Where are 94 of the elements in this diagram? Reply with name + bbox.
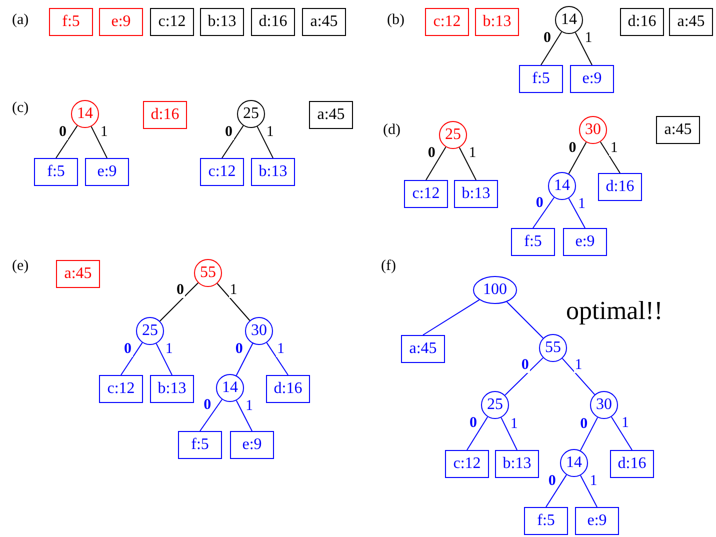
leaf-box: c:12	[200, 158, 244, 186]
tree-edge	[90, 126, 108, 158]
leaf-box: b:13	[150, 375, 194, 403]
tree-circle-node: 25	[439, 121, 467, 149]
tree-edge	[422, 299, 480, 336]
leaf-box: e:9	[575, 507, 619, 535]
leaf-box: c:12	[445, 450, 489, 478]
leaf-box: c:12	[404, 180, 448, 208]
leaf-box: e:9	[570, 65, 614, 93]
tree-edge	[580, 416, 598, 452]
leaf-box: a:45	[401, 335, 445, 363]
tree-edge	[466, 416, 488, 450]
leaf-box: f:5	[178, 431, 222, 459]
edge-label: 1	[228, 283, 238, 298]
tree-edge	[236, 400, 252, 432]
tree-edge	[562, 358, 596, 396]
leaf-box: d:16	[251, 8, 295, 36]
leaf-box: e:9	[230, 431, 274, 459]
tree-edge	[546, 474, 567, 508]
tree-circle-node: 14	[71, 100, 99, 128]
panel-label: (a)	[12, 12, 29, 29]
leaf-box: e:9	[99, 8, 143, 36]
leaf-box: a:45	[302, 8, 346, 36]
tree-circle-node: 14	[548, 172, 576, 200]
tree-edge	[256, 126, 274, 158]
edge-label: 1	[276, 342, 286, 357]
tree-edge	[600, 141, 620, 174]
leaf-box: c:12	[150, 8, 194, 36]
annotation-text: optimal!!	[566, 296, 663, 326]
leaf-box: d:16	[143, 101, 187, 129]
tree-edge	[266, 342, 288, 376]
leaf-box: d:16	[598, 173, 642, 201]
tree-edge	[568, 142, 587, 174]
leaf-box: c:12	[425, 8, 469, 36]
tree-edge	[120, 342, 143, 376]
leaf-box: d:16	[620, 8, 664, 36]
leaf-box: a:45	[56, 260, 100, 288]
tree-circle-node: 30	[590, 391, 618, 419]
leaf-box: a:45	[669, 8, 713, 36]
tree-circle-node: 55	[539, 334, 567, 362]
tree-edge	[500, 417, 518, 450]
tree-edge	[236, 342, 254, 376]
tree-circle-node: 25	[237, 100, 265, 128]
edge-label: 0	[175, 283, 185, 298]
panel-label: (b)	[387, 12, 404, 29]
leaf-box: e:9	[85, 158, 129, 186]
leaf-box: f:5	[34, 158, 78, 186]
tree-edge	[540, 31, 562, 66]
leaf-box: b:13	[454, 180, 498, 208]
leaf-box: d:16	[266, 375, 310, 403]
panel-label: (e)	[12, 258, 29, 275]
tree-edge	[568, 198, 586, 228]
tree-circle-node: 14	[216, 374, 244, 402]
edge-label: 1	[609, 140, 619, 156]
tree-edge	[222, 125, 244, 158]
tree-edge	[426, 146, 446, 180]
tree-edge	[580, 474, 598, 508]
tree-edge	[574, 32, 592, 66]
leaf-box: b:13	[251, 158, 295, 186]
panel-label: (d)	[383, 122, 400, 139]
leaf-box: f:5	[49, 8, 93, 36]
tree-circle-node: 25	[136, 317, 164, 345]
panel-label: (c)	[12, 100, 29, 117]
tree-circle-node: 30	[579, 116, 607, 144]
leaf-box: b:13	[200, 8, 244, 36]
tree-edge	[504, 357, 544, 396]
tree-edge	[56, 125, 78, 158]
leaf-box: f:5	[511, 228, 555, 256]
leaf-box: a:45	[309, 101, 353, 129]
tree-edge	[216, 283, 250, 321]
tree-edge	[156, 343, 172, 376]
root-ellipse-node: 100	[473, 276, 517, 304]
tree-edge	[610, 416, 632, 450]
tree-edge	[532, 197, 555, 228]
tree-circle-node: 30	[245, 317, 273, 345]
leaf-box: c:12	[99, 375, 143, 403]
panel-label: (f)	[381, 258, 396, 275]
tree-circle-node: 14	[560, 449, 588, 477]
tree-edge	[200, 398, 222, 432]
edge-label: 0	[520, 358, 530, 373]
tree-circle-node: 25	[481, 391, 509, 419]
leaf-box: b:13	[475, 8, 519, 36]
edge-label: 1	[574, 358, 584, 374]
tree-edge	[506, 301, 544, 339]
leaf-box: a:45	[656, 116, 700, 144]
tree-circle-node: 55	[194, 259, 222, 287]
tree-edge	[458, 146, 476, 180]
leaf-box: b:13	[495, 450, 539, 478]
leaf-box: f:5	[524, 507, 568, 535]
leaf-box: d:16	[610, 450, 654, 478]
leaf-box: f:5	[519, 65, 563, 93]
leaf-box: e:9	[563, 228, 607, 256]
tree-circle-node: 14	[555, 6, 583, 34]
tree-edge	[159, 282, 199, 322]
